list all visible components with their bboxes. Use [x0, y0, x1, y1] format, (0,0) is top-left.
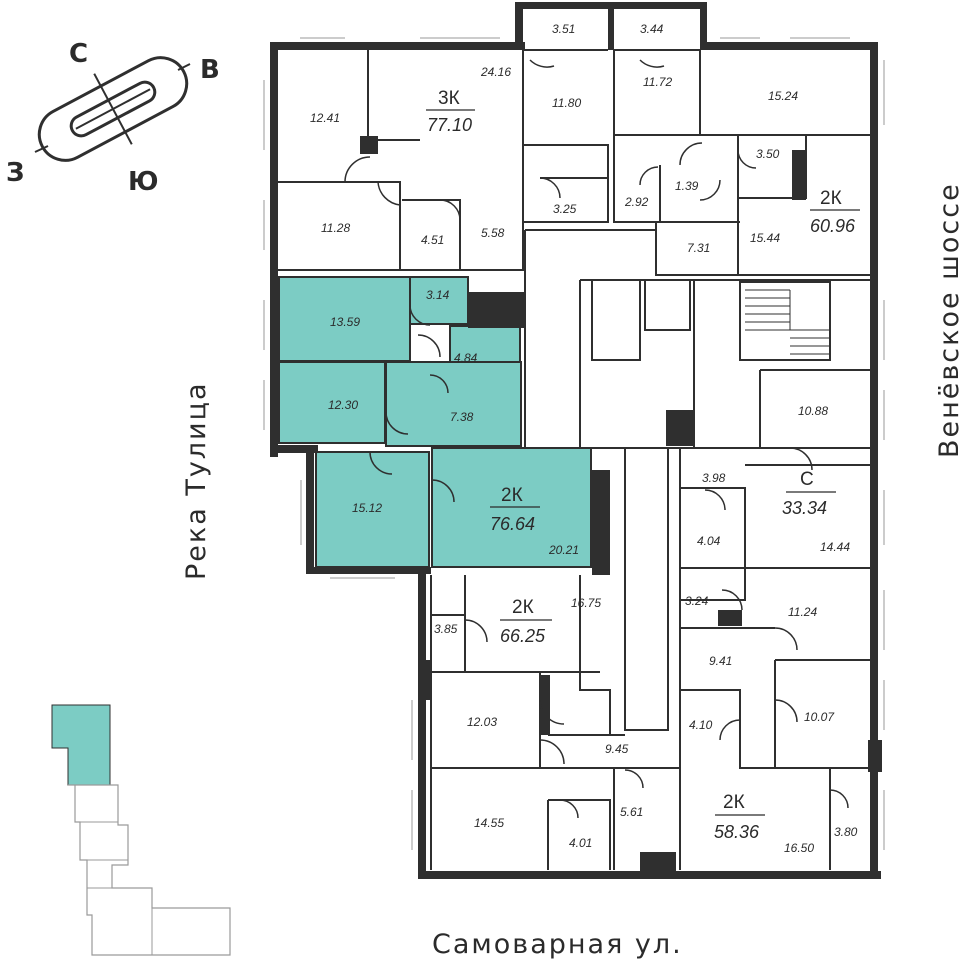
room-area: 12.30 — [328, 398, 358, 412]
room-area: 9.45 — [605, 742, 629, 756]
apt-2k-center-type: 2К — [512, 597, 534, 618]
street-label-bottom: Самоварная ул. — [432, 929, 683, 960]
room-area: 3.85 — [434, 622, 458, 636]
room-area: 10.88 — [798, 404, 828, 418]
selected-apartment[interactable] — [278, 276, 592, 568]
room-area: 13.59 — [330, 315, 360, 329]
room-area: 12.03 — [467, 715, 497, 729]
room-area: 16.50 — [784, 841, 814, 855]
apt-selected-type: 2К — [501, 485, 523, 506]
room-area: 14.44 — [820, 540, 850, 554]
room-area: 3.50 — [756, 147, 780, 161]
key-plan-selected-section — [51, 704, 111, 786]
apt-3k-type: 3К — [438, 88, 460, 109]
room-area: 4.01 — [569, 836, 592, 850]
room-area: 15.24 — [768, 89, 798, 103]
room-area-labels: 3.51 3.44 24.16 11.72 15.24 12.41 11.80 … — [310, 22, 858, 855]
room-area: 7.31 — [687, 241, 710, 255]
room-area: 3.24 — [685, 594, 709, 608]
apt-2k-se-type: 2К — [723, 792, 745, 813]
room-area: 3.98 — [702, 471, 726, 485]
room-12-30 — [278, 361, 386, 444]
room-area: 16.75 — [571, 596, 601, 610]
room-area: 14.55 — [474, 816, 504, 830]
compass: С В Ю З — [6, 39, 220, 197]
room-area: 11.24 — [788, 605, 817, 619]
door-swings — [344, 59, 849, 819]
room-area: 7.38 — [450, 410, 474, 424]
room-area: 12.41 — [310, 111, 340, 125]
room-7-38 — [385, 361, 522, 447]
street-label-left: Река Тулица — [181, 381, 212, 580]
room-15-12 — [315, 451, 430, 568]
room-area: 5.61 — [620, 805, 643, 819]
room-area: 20.21 — [548, 543, 579, 557]
apt-2k-ne-area: 60.96 — [810, 216, 856, 236]
room-area: 4.10 — [689, 718, 713, 732]
room-area: 3.51 — [552, 22, 575, 36]
room-area: 1.39 — [675, 179, 699, 193]
apt-studio-type: С — [800, 469, 814, 490]
room-area: 11.80 — [552, 96, 581, 110]
room-outlines — [278, 49, 870, 870]
compass-north: С — [69, 39, 88, 69]
key-plan — [51, 704, 231, 956]
room-area: 11.72 — [643, 75, 672, 89]
key-plan-building — [68, 784, 231, 956]
apt-2k-ne-type: 2К — [820, 188, 842, 209]
room-area: 4.84 — [454, 351, 478, 365]
room-area: 3.25 — [553, 202, 577, 216]
room-area: 15.44 — [750, 231, 780, 245]
room-area: 24.16 — [480, 65, 511, 79]
compass-west: З — [6, 158, 24, 188]
street-label-right: Венёвское шоссе — [934, 182, 959, 458]
apt-selected-area: 76.64 — [490, 514, 535, 534]
apt-2k-se-area: 58.36 — [714, 822, 760, 842]
apt-studio-area: 33.34 — [782, 498, 827, 518]
compass-south: Ю — [128, 167, 159, 197]
compass-east: В — [200, 55, 220, 85]
apartment-labels: 3К 77.10 2К 60.96 2К 76.64 С 33.34 2К 66… — [426, 88, 860, 842]
room-area: 11.28 — [321, 221, 350, 235]
room-area: 3.44 — [640, 22, 664, 36]
apt-2k-center-area: 66.25 — [500, 626, 546, 646]
room-area: 4.04 — [697, 534, 721, 548]
apt-3k-area: 77.10 — [427, 115, 472, 135]
windows — [263, 37, 885, 850]
room-area: 15.12 — [352, 501, 382, 515]
room-area: 10.07 — [804, 710, 835, 724]
room-area: 9.41 — [709, 654, 732, 668]
walls — [270, 2, 882, 879]
room-area: 3.80 — [834, 825, 858, 839]
room-area: 3.14 — [426, 288, 450, 302]
room-area: 4.51 — [421, 233, 444, 247]
room-area: 5.58 — [481, 226, 505, 240]
room-area: 2.92 — [624, 195, 649, 209]
